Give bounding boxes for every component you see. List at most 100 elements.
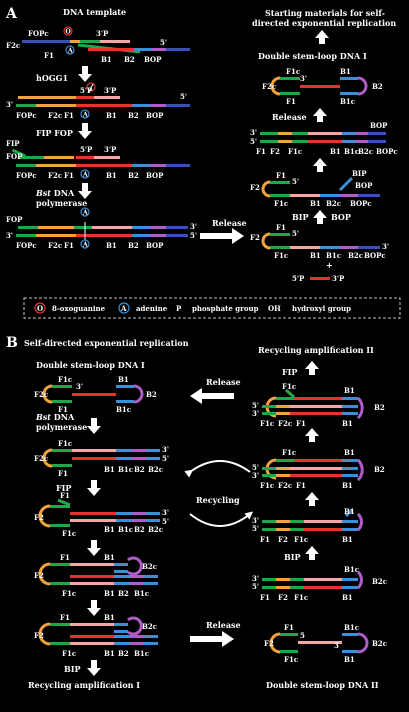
label-bopc-a7: BOPc: [376, 147, 398, 156]
label-f1-r1: F1: [296, 419, 306, 428]
recycling-amplification-II: Recycling amplification II: [258, 345, 374, 355]
step-bop: BOP: [331, 212, 351, 222]
label-b1-1: B1: [101, 55, 112, 64]
fip-binding-strand: [11, 148, 190, 167]
label-3-2: 3': [6, 100, 13, 109]
label-3-r2: 3': [252, 471, 259, 480]
label-b2c-a5: B2c: [348, 251, 363, 260]
adenine-icon-4: [80, 207, 90, 217]
label-b2-b2: B2: [134, 465, 145, 474]
label-f1-b2: F1: [58, 469, 68, 478]
b-release-top: Release: [206, 377, 241, 387]
label-fop-3: FOP: [6, 152, 23, 161]
step-bst-line1: Bst DNA: [35, 188, 75, 198]
label-3-b1: 3': [76, 382, 83, 391]
label-f1-4: F1: [64, 241, 74, 250]
label-f2-b5: F2: [34, 631, 44, 640]
label-3p-2: 3'P: [104, 86, 117, 95]
label-b2-b5: B2: [118, 649, 129, 658]
adenine-icon-3: [80, 169, 90, 179]
label-f1-r2: F1: [296, 481, 306, 490]
b-double-stem-loop-I-title: Double stem-loop DNA I: [36, 360, 145, 370]
r-strand-4: [262, 570, 363, 590]
label-3-r1: 3': [252, 409, 259, 418]
b-double-stem-loop-I: [42, 384, 144, 404]
right-arrow-icon: [200, 228, 244, 244]
legend-p-symbol: P: [176, 304, 182, 313]
label-f1-a7: F1: [256, 147, 266, 156]
b-down-arrow-1: [87, 418, 101, 434]
label-5p-a5: 5'P: [292, 274, 305, 283]
label-f1c-b4: F1c: [62, 589, 76, 598]
step-release-mid: Release: [212, 218, 247, 228]
b-up-arrow-3: [305, 492, 319, 506]
b-down-arrow-4: [87, 600, 101, 616]
label-5-2: 5': [180, 92, 187, 101]
label-b1-b1: B1: [118, 375, 129, 384]
label-f2-b3: F2: [34, 513, 44, 522]
label-b2c-b5: B2c: [142, 622, 157, 631]
adenine-symbol-5: A: [82, 242, 88, 249]
label-b1-4: B1: [106, 241, 117, 250]
label-b2-1: B2: [124, 55, 135, 64]
adenine-icon-5: [80, 239, 90, 249]
label-bip-a6: BIP: [352, 169, 367, 178]
down-arrow-icon-2: [78, 123, 92, 139]
legend-a-label: adenine: [136, 304, 168, 313]
recycling-arc-bottom: [189, 511, 254, 527]
label-f1-r5: F1: [284, 623, 294, 632]
label-5-1: 5': [160, 38, 167, 47]
legend-o-label: 8-oxoguanine: [52, 304, 106, 313]
starting-materials-line1: Starting materials for self-: [265, 8, 385, 18]
r-double-stem-loop-II: [269, 632, 369, 654]
label-fip-3: FIP: [6, 139, 20, 148]
label-f2c-b2: F2c: [34, 454, 48, 463]
template-strand-2: [16, 96, 190, 107]
label-bopc-a5: BOPc: [364, 251, 386, 260]
label-5-r1: 5': [252, 401, 259, 410]
dna-template-title: DNA template: [63, 7, 126, 17]
label-b1-b5: B1: [104, 613, 115, 622]
label-b2-b1: B2: [146, 390, 157, 399]
b-up-arrow-4: [305, 546, 319, 560]
label-f1-b3: F1: [60, 491, 70, 500]
label-b2-b3: B2: [134, 525, 145, 534]
label-b2-3: B2: [128, 171, 139, 180]
panel-b-letter: B: [6, 335, 18, 351]
label-f1c-a6: F1c: [274, 199, 288, 208]
legend-adenine-icon: [118, 302, 130, 314]
b-extended-strand: [42, 448, 160, 468]
label-b2c-r4: B2c: [372, 577, 387, 586]
label-bop-4: BOP: [146, 241, 164, 250]
label-b2c-r5: B2c: [372, 639, 387, 648]
label-b2-b4: B2: [118, 589, 129, 598]
label-f2-r4: F2: [278, 593, 288, 602]
label-b1-3: B1: [106, 171, 117, 180]
label-3-r5: 3: [334, 641, 339, 650]
label-f1-2: F1: [64, 111, 74, 120]
up-arrow-icon: [315, 30, 329, 44]
label-b1-r1b: B1: [342, 419, 353, 428]
step-bst-line2: polymerase: [36, 198, 87, 208]
label-b1-b4b: B1: [104, 589, 115, 598]
label-b2c-a7: B2c: [358, 147, 373, 156]
label-fopc-2: FOPc: [16, 111, 37, 120]
b-bip-label: BIP: [64, 664, 81, 674]
label-b1-r2: B1: [344, 448, 355, 457]
right-arrow-icon-2: [190, 631, 234, 647]
down-arrow-icon: [78, 66, 92, 82]
panel-a-letter: A: [5, 6, 18, 22]
label-3-a5: 3': [382, 242, 389, 251]
recycling-arc-top: [184, 460, 251, 478]
label-fop-4: FOP: [6, 215, 23, 224]
up-arrow-icon-2: [313, 210, 327, 224]
label-b1-a5: B1: [310, 251, 321, 260]
label-f1-1: F1: [44, 51, 54, 60]
label-f1c-r5: F1c: [284, 655, 298, 664]
adenine-symbol-3: A: [82, 172, 88, 179]
label-f2c-r1: F2c: [278, 419, 292, 428]
label-b1c-b2: B1c: [118, 465, 133, 474]
label-b2-r2: B2: [374, 465, 385, 474]
up-arrow-icon-3: [313, 158, 327, 172]
